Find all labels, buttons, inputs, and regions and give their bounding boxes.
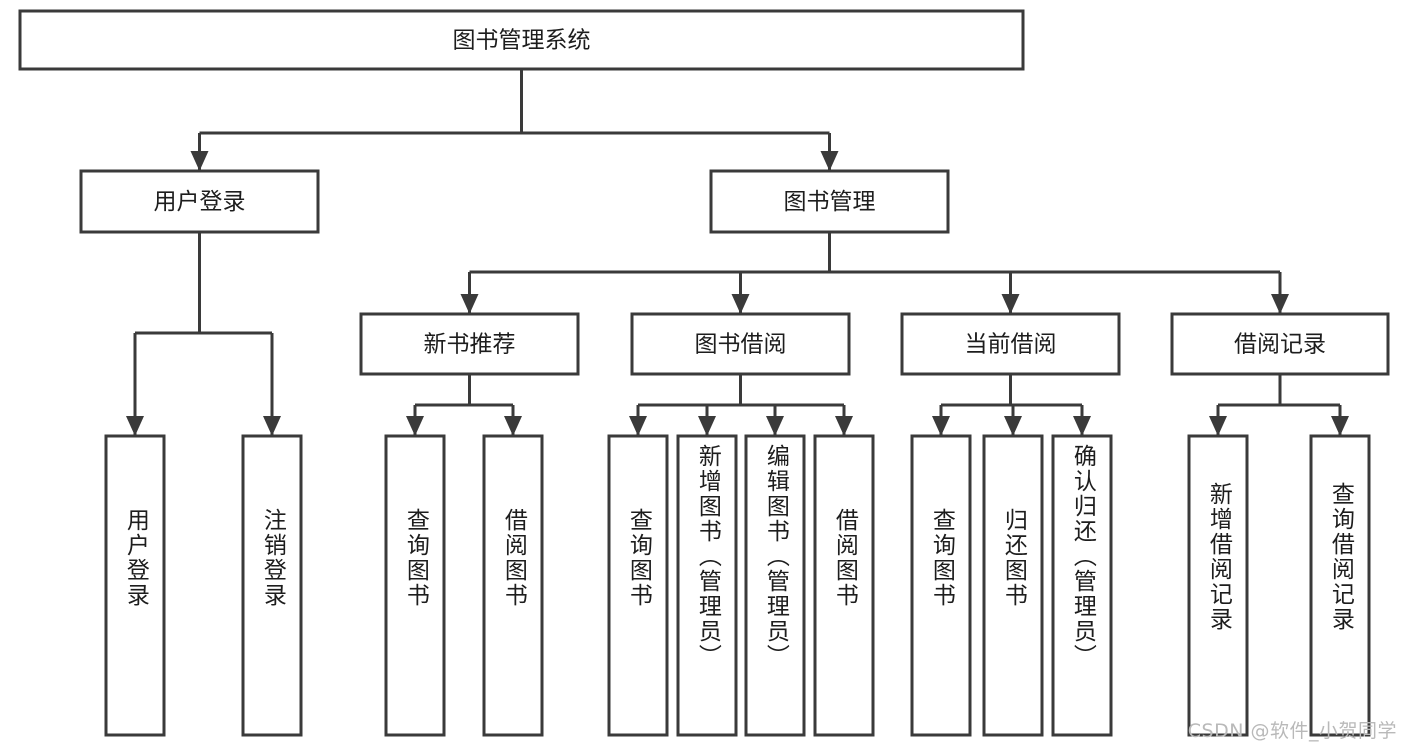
node-label-n-user-login: 用户登录 [154, 189, 246, 215]
node-l-borrow-book-1[interactable] [482, 434, 544, 737]
edge-book-manage-arrowhead-1 [731, 294, 750, 314]
node-n-borrow-record[interactable]: 借阅记录 [1170, 312, 1390, 376]
node-l-query-book-1[interactable] [384, 434, 446, 737]
node-label-n-book-borrow: 图书借阅 [695, 332, 787, 358]
node-label-n-new-book-rec: 新书推荐 [424, 332, 516, 358]
edge-book-manage-arrowhead-3 [1271, 294, 1289, 314]
node-l-return-book[interactable] [982, 434, 1044, 737]
edge-book-manage-arrowhead-0 [460, 294, 479, 314]
node-l-user-login[interactable] [104, 434, 166, 737]
edge-current-borrow-arrowhead-2 [1073, 416, 1091, 436]
edge-new-book-rec-arrowhead-0 [406, 416, 424, 436]
edge-new-book-rec-arrowhead-1 [504, 416, 522, 436]
node-box-n-borrow-record[interactable] [1170, 312, 1390, 376]
node-box-l-query-book-1[interactable] [384, 434, 446, 737]
node-box-l-borrow-book-1[interactable] [482, 434, 544, 737]
node-box-l-return-book[interactable] [982, 434, 1044, 737]
node-box-l-add-record[interactable] [1187, 434, 1249, 737]
node-box-l-user-login[interactable] [104, 434, 166, 737]
edge-current-borrow-arrowhead-1 [1004, 416, 1022, 436]
node-box-l-confirm-return[interactable] [1051, 434, 1113, 737]
node-box-l-borrow-book-2[interactable] [813, 434, 875, 737]
node-l-add-record[interactable] [1187, 434, 1249, 737]
node-n-user-login[interactable]: 用户登录 [79, 169, 320, 234]
node-box-l-user-logout[interactable] [241, 434, 303, 737]
edge-root-arrowhead-0 [190, 151, 209, 171]
node-box-n-user-login[interactable] [79, 169, 320, 234]
node-box-root[interactable] [18, 9, 1025, 71]
edge-book-borrow-arrowhead-3 [835, 416, 853, 436]
edge-current-borrow-arrowhead-0 [932, 416, 950, 436]
edge-book-borrow-arrowhead-2 [766, 416, 784, 436]
edge-root-arrowhead-1 [820, 151, 839, 171]
node-l-confirm-return[interactable] [1051, 434, 1113, 737]
node-l-query-book-3[interactable] [910, 434, 972, 737]
node-box-n-book-manage[interactable] [709, 169, 950, 234]
node-box-n-new-book-rec[interactable] [359, 312, 580, 376]
edge-user-login-arrowhead-1 [263, 416, 281, 436]
node-box-l-query-record[interactable] [1309, 434, 1371, 737]
node-box-l-query-book-3[interactable] [910, 434, 972, 737]
edge-borrow-record-arrowhead-1 [1331, 416, 1349, 436]
node-l-query-record[interactable] [1309, 434, 1371, 737]
watermark-text: CSDN @软件_小贺同学 [1187, 720, 1397, 742]
node-n-current-borrow[interactable]: 当前借阅 [900, 312, 1121, 376]
node-l-user-logout[interactable] [241, 434, 303, 737]
node-box-l-query-book-2[interactable] [607, 434, 669, 737]
node-box-l-edit-book[interactable] [744, 434, 806, 737]
node-n-book-borrow[interactable]: 图书借阅 [630, 312, 851, 376]
node-l-add-book[interactable] [676, 434, 738, 737]
node-box-n-book-borrow[interactable] [630, 312, 851, 376]
node-label-n-current-borrow: 当前借阅 [965, 332, 1057, 358]
edge-book-borrow-arrowhead-0 [629, 416, 647, 436]
node-root[interactable]: 图书管理系统 [18, 9, 1025, 71]
edge-book-manage-arrowhead-2 [1001, 294, 1020, 314]
node-box-n-current-borrow[interactable] [900, 312, 1121, 376]
node-label-n-borrow-record: 借阅记录 [1234, 332, 1326, 358]
edges-layer [126, 69, 1349, 436]
node-l-borrow-book-2[interactable] [813, 434, 875, 737]
edge-borrow-record-arrowhead-0 [1209, 416, 1227, 436]
node-n-new-book-rec[interactable]: 新书推荐 [359, 312, 580, 376]
node-l-edit-book[interactable] [744, 434, 806, 737]
node-l-query-book-2[interactable] [607, 434, 669, 737]
node-label-n-book-manage: 图书管理 [784, 189, 876, 215]
node-box-l-add-book[interactable] [676, 434, 738, 737]
node-n-book-manage[interactable]: 图书管理 [709, 169, 950, 234]
node-label-root: 图书管理系统 [453, 28, 591, 54]
edge-user-login-arrowhead-0 [126, 416, 144, 436]
edge-book-borrow-arrowhead-1 [698, 416, 716, 436]
